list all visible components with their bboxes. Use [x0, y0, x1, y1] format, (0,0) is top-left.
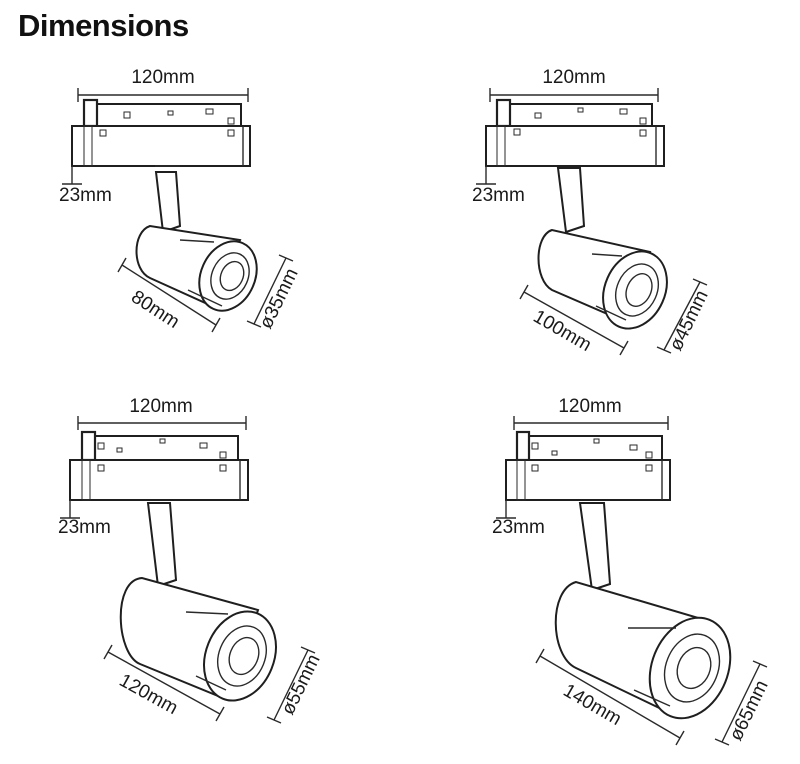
- page-title: Dimensions: [18, 8, 189, 43]
- diameter-label: ø55mm: [278, 651, 325, 718]
- track-width-label: 120mm: [131, 67, 194, 88]
- spotlight-unit-1: 120mm 23mm 80mm ø35mm: [59, 67, 303, 333]
- track-width-label: 120mm: [129, 396, 192, 417]
- adapter-height-label: 23mm: [492, 517, 545, 538]
- diameter-label: ø65mm: [726, 677, 773, 744]
- track-width-label: 120mm: [542, 67, 605, 88]
- spotlight-unit-4: 120mm 23mm 140mm ø65mm: [492, 396, 773, 746]
- body-length-label: 80mm: [127, 287, 183, 333]
- spotlight-unit-2: 120mm 23mm 100mm ø45mm: [472, 67, 713, 356]
- adapter-height-label: 23mm: [58, 517, 111, 538]
- diameter-label: ø45mm: [666, 287, 713, 354]
- stem: [154, 171, 182, 234]
- adapter-height-label: 23mm: [472, 185, 525, 206]
- adapter-body: [71, 125, 251, 167]
- adapter-top: [92, 103, 242, 127]
- spotlight-unit-3: 120mm 23mm 120mm ø55mm: [58, 396, 325, 724]
- track-width-label: 120mm: [558, 396, 621, 417]
- diameter-label: ø35mm: [256, 265, 303, 332]
- adapter-height-label: 23mm: [59, 185, 112, 206]
